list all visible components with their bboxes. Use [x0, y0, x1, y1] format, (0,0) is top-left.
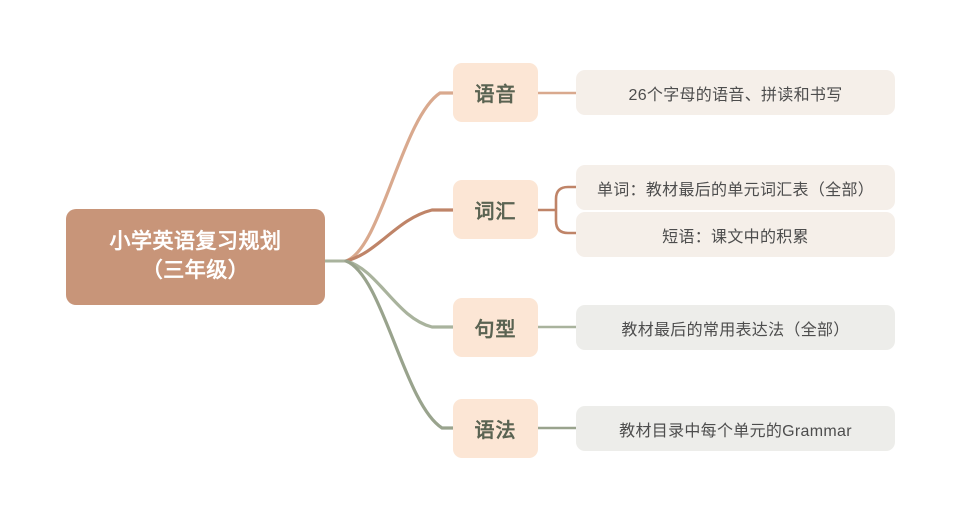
- connector-branch-1: [344, 91, 457, 263]
- connector-branch-3: [344, 259, 457, 329]
- branch-node-yufa[interactable]: 语法: [453, 399, 538, 458]
- leaf-node-cihui-2[interactable]: 短语：课文中的积累: [576, 212, 895, 257]
- leaf-node-cihui-1[interactable]: 单词：教材最后的单元词汇表（全部）: [576, 165, 895, 210]
- branch-node-yuyin[interactable]: 语音: [453, 63, 538, 122]
- branch-node-juxing[interactable]: 句型: [453, 298, 538, 357]
- leaf-node-juxing-1[interactable]: 教材最后的常用表达法（全部）: [576, 305, 895, 350]
- leaf-node-yuyin-1[interactable]: 26个字母的语音、拼读和书写: [576, 70, 895, 115]
- connector-branch-2: [344, 208, 457, 263]
- connector-leaf-2-bracket: [536, 185, 580, 235]
- branch-node-cihui[interactable]: 词汇: [453, 180, 538, 239]
- root-node[interactable]: 小学英语复习规划 （三年级）: [66, 209, 325, 305]
- connector-branch-4: [344, 259, 457, 430]
- leaf-node-yufa-1[interactable]: 教材目录中每个单元的Grammar: [576, 406, 895, 451]
